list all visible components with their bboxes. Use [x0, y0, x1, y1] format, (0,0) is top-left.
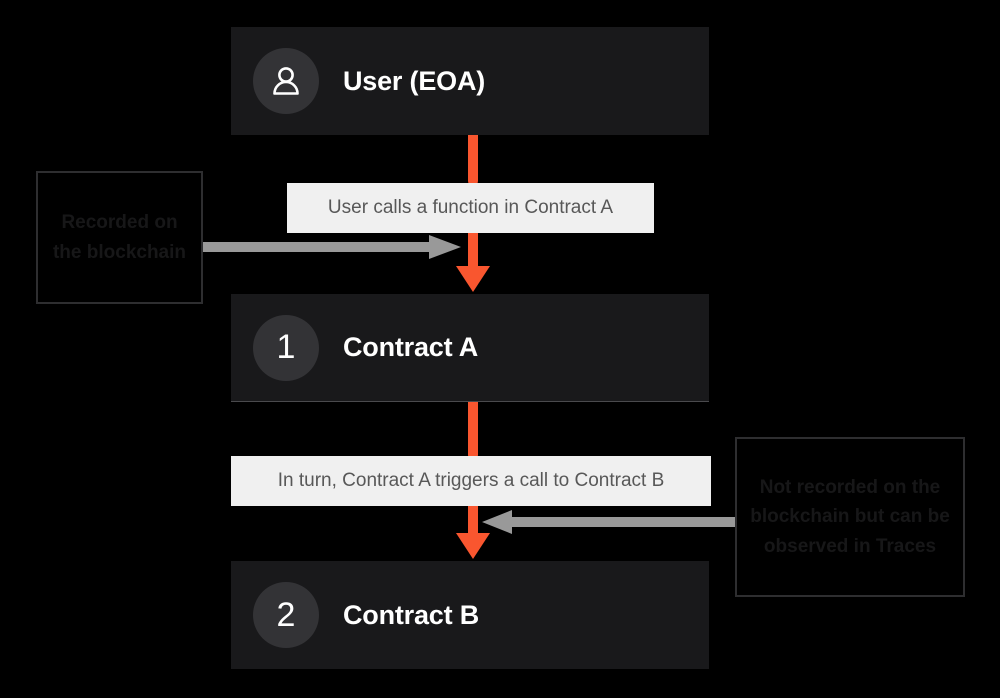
arrow-left-icon-traces-annotation: [482, 510, 738, 534]
node-contract-b[interactable]: 2 Contract B: [231, 561, 709, 669]
node-contract-a-badge: 1: [253, 314, 319, 381]
node-user-label: User (EOA): [343, 65, 486, 96]
node-contract-a-label: Contract A: [343, 332, 479, 362]
callout-not-recorded-traces: Not recorded on the blockchain but can b…: [735, 437, 965, 597]
callout-recorded-on-blockchain: Recorded on the blockchain: [36, 171, 203, 304]
arrow-right-icon-blockchain-annotation: [203, 235, 461, 259]
message-label-user-calls-contract-a: User calls a function in Contract A: [287, 183, 654, 233]
node-user[interactable]: User (EOA): [231, 27, 709, 135]
node-contract-a[interactable]: 1 Contract A: [231, 294, 709, 402]
arrow-down-icon-user-to-message: [468, 134, 478, 186]
arrow-down-icon-contract-a-to-message: [468, 402, 478, 460]
node-contract-b-badge: 2: [253, 582, 319, 648]
node-contract-b-label: Contract B: [343, 599, 480, 630]
person-icon: [253, 48, 319, 114]
message-label-contract-a-calls-contract-b: In turn, Contract A triggers a call to C…: [231, 456, 711, 506]
